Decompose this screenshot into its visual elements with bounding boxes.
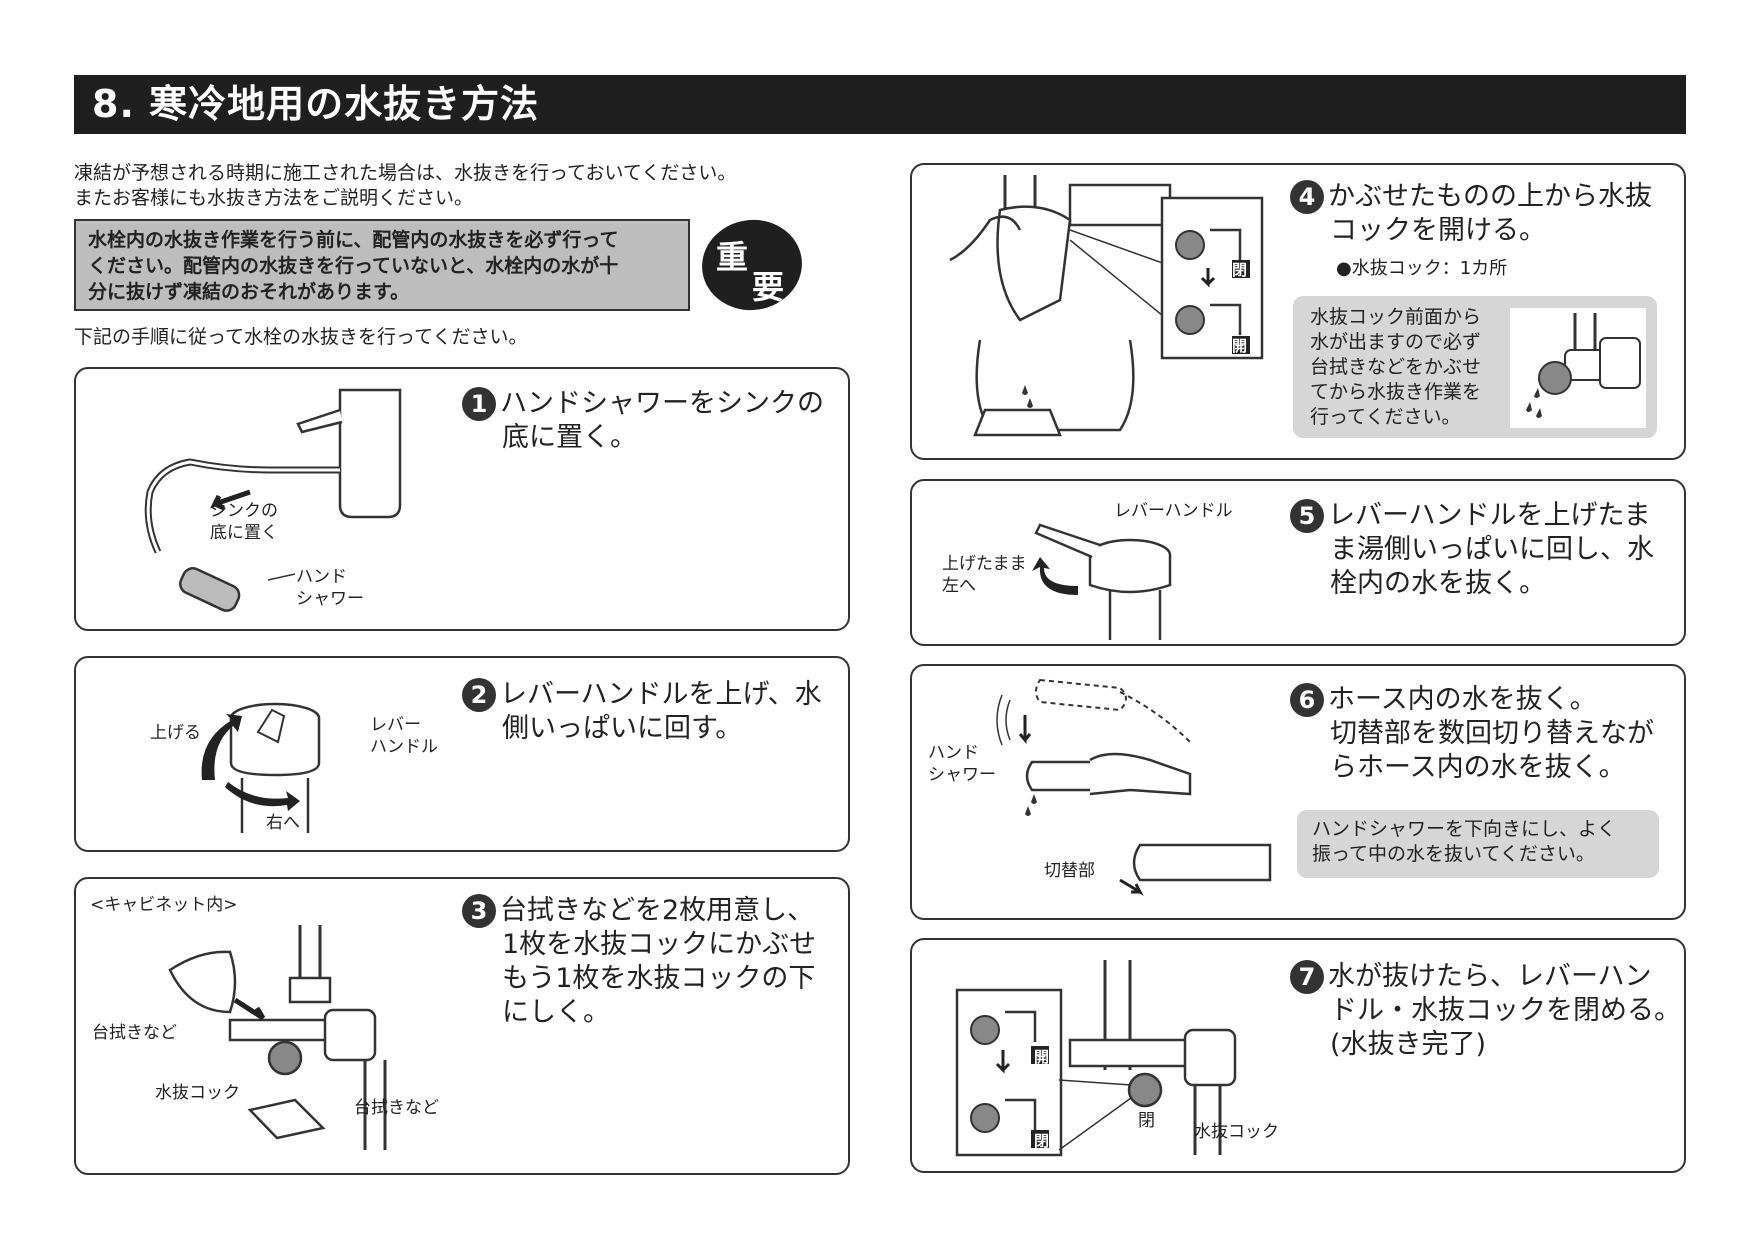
step-4-closed-tag: 閉 (1232, 261, 1248, 279)
step-3-label-cock: 水抜コック (155, 1083, 240, 1103)
step-4-caution-line-1: 水抜コック前面から (1310, 306, 1482, 328)
step-4-caution-line-4: てから水抜き作業を (1310, 381, 1482, 403)
step-3-line-2: 1枚を水抜コックにかぶせ (502, 929, 817, 960)
step-7-line-3: (水抜き完了) (1330, 1029, 1487, 1060)
step-5-line-3: 栓内の水を抜く。 (1330, 568, 1546, 599)
instruction-text: 下記の手順に従って水栓の水抜きを行ってください。 (74, 326, 528, 348)
step-5-number: 5 (1290, 499, 1324, 533)
step-6-caution-text: ハンドシャワーを下向きにし、よく 振って中の水を抜いてください。 (1312, 817, 1658, 867)
step-6-label-shower-2: シャワー (928, 765, 996, 785)
step-7-label-cock: 水抜コック (1194, 1122, 1279, 1142)
step-4-line-2: コックを開ける。 (1330, 215, 1546, 246)
step-7-illustration (955, 960, 1237, 1157)
step-1-illustration (144, 388, 402, 612)
intro-line-1: 凍結が予想される時期に施工された場合は、水抜きを行っておいてください。 (74, 162, 737, 184)
step-7-line-2: ドル・水抜コックを閉める。 (1330, 995, 1681, 1026)
step-7-line-1: 水が抜けたら、レバーハン (1328, 961, 1652, 992)
step-4-line-1: かぶせたものの上から水抜 (1328, 181, 1652, 212)
step-2-label-lever-2: ハンドル (370, 737, 438, 757)
step-6-caution-line-2: 振って中の水を抜いてください。 (1312, 843, 1595, 865)
step-5-illustration (1032, 523, 1172, 640)
warning-text: 水栓内の水抜き作業を行う前に、配管内の水抜きを必ず行って ください。配管内の水抜… (88, 227, 688, 305)
step-3-line-4: にしく。 (502, 997, 610, 1028)
step-4-caution-line-2: 水が出ますので必ず (1310, 331, 1482, 353)
step-6-illustration (996, 678, 1272, 896)
step-3-illustration (168, 925, 387, 1150)
step-6-caution-line-1: ハンドシャワーを下向きにし、よく (1312, 818, 1617, 840)
step-3-line-1: 台拭きなどを2枚用意し、 (500, 895, 815, 926)
step-4-caution-line-3: 台拭きなどをかぶせ (1310, 356, 1482, 378)
step-5-line-1: レバーハンドルを上げたま (1328, 500, 1651, 531)
step-4-caution-text: 水抜コック前面から 水が出ますので必ず 台拭きなどをかぶせ てから水抜き作業を … (1310, 305, 1510, 430)
step-2-label-up: 上げる (150, 723, 201, 743)
step-6-number: 6 (1290, 683, 1324, 717)
step-4-caution-illustration (1510, 308, 1646, 428)
step-7-closed-label: 閉 (1138, 1111, 1155, 1131)
warning-line-3: 分に抜けず凍結のおそれがあります。 (88, 281, 410, 303)
step-1-label-sink-1: シンクの (210, 501, 278, 521)
warning-box (74, 219, 690, 311)
warning-line-1: 水栓内の水抜き作業を行う前に、配管内の水抜きを必ず行って (88, 229, 619, 251)
step-2-number: 2 (462, 678, 496, 712)
step-1-label-sink-2: 底に置く (210, 523, 278, 543)
important-badge-char-1: 重 (716, 238, 749, 276)
section-title: 8. 寒冷地用の水抜き方法 (92, 82, 540, 126)
step-3-panel (74, 877, 850, 1175)
step-3-label-cloth-2: 台拭きなど (354, 1098, 439, 1118)
step-6-label-switch: 切替部 (1044, 861, 1095, 881)
step-6-label-shower-1: ハンド (928, 743, 979, 763)
step-5-line-2: ま湯側いっぱいに回し、水 (1330, 534, 1654, 565)
step-6-line-2: 切替部を数回切り替えなが (1330, 718, 1654, 749)
step-7-open-tag: 開 (1034, 1048, 1050, 1066)
step-1-number: 1 (462, 387, 496, 421)
step-7-closed-tag: 閉 (1034, 1132, 1050, 1150)
step-4-subnote: ●水抜コック：1カ所 (1336, 258, 1508, 279)
step-2-line-1: レバーハンドルを上げ、水 (500, 679, 822, 710)
step-4-open-tag: 開 (1232, 337, 1248, 355)
step-2-illustration (201, 702, 321, 833)
step-1-line-1: ハンドシャワーをシンクの (500, 388, 824, 419)
step-2-line-2: 側いっぱいに回す。 (502, 713, 743, 744)
step-3-label-cabinet: <キャビネット内> (90, 895, 238, 915)
step-3-label-cloth-1: 台拭きなど (92, 1023, 177, 1043)
step-5-label-left-1: 上げたまま (942, 554, 1027, 574)
step-3-number: 3 (462, 894, 496, 928)
step-1-label-shower-1: ハンド (296, 567, 347, 587)
important-badge-char-2: 要 (752, 268, 785, 306)
step-7-number: 7 (1290, 960, 1324, 994)
step-2-label-right: 右へ (266, 813, 300, 833)
step-6-caution-box (1297, 810, 1659, 878)
step-6-line-3: らホース内の水を抜く。 (1330, 752, 1626, 783)
step-1-line-2: 底に置く。 (502, 422, 637, 453)
step-4-number: 4 (1290, 180, 1324, 214)
intro-line-2: またお客様にも水抜き方法をご説明ください。 (74, 187, 474, 209)
step-1-label-shower-2: シャワー (296, 589, 364, 609)
step-3-line-3: もう1枚を水抜コックの下 (502, 963, 816, 994)
step-5-label-lever: レバーハンドル (1114, 501, 1233, 521)
step-4-illustration (949, 175, 1264, 437)
step-5-label-left-2: 左へ (942, 576, 976, 596)
step-4-caution-line-5: 行ってください。 (1310, 406, 1461, 428)
section-header-bar (74, 75, 1686, 134)
warning-line-2: ください。配管内の水抜きを行っていないと、水栓内の水が十 (88, 255, 619, 277)
step-2-label-lever-1: レバー (370, 715, 421, 735)
step-6-line-1: ホース内の水を抜く。 (1328, 684, 1597, 715)
